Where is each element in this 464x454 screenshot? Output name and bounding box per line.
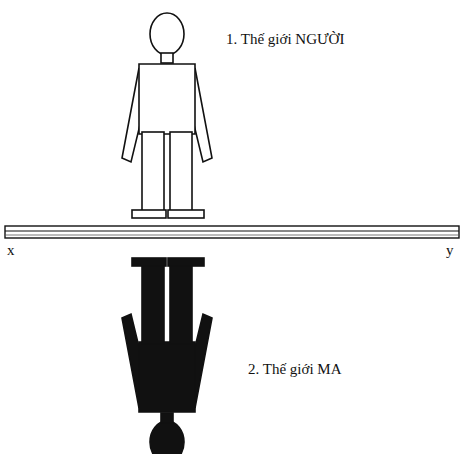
ground-bar [5,226,459,238]
world-label: 2. Thế giới MA [248,360,342,378]
ground-line [5,235,459,236]
person-figure [122,13,212,218]
axis-label: y [446,241,454,259]
ground-line [5,231,459,232]
axis-label: x [7,241,15,259]
ghost-reflection [122,258,212,454]
world-label: 1. Thế giới NGƯỜI [226,30,344,48]
